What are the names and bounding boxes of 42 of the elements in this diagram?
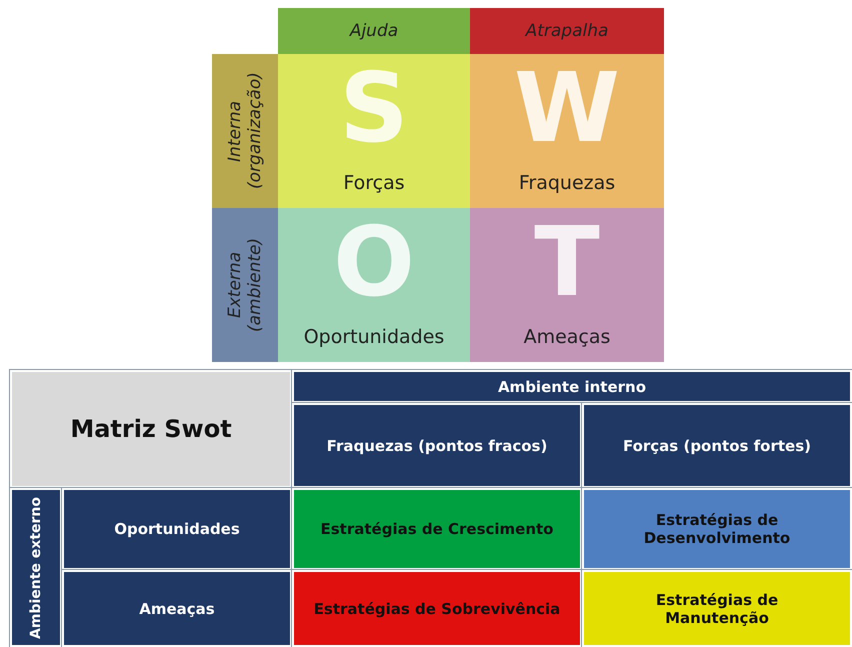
strategy-cell <box>582 488 852 570</box>
strategy-cell <box>292 488 582 570</box>
large-letter: O <box>332 210 416 314</box>
cell-label: Ambiente interno <box>498 378 646 396</box>
cell-label: Fraquezas <box>518 172 616 194</box>
quadrant-cell <box>470 208 664 362</box>
column-header <box>582 403 852 488</box>
strategy-cell <box>582 570 852 647</box>
cell-label: Forças (pontos fortes) <box>622 436 812 454</box>
cell-label: Ameaças <box>522 326 612 348</box>
title-cell <box>10 370 292 488</box>
cell-label: Ameaças <box>139 600 215 618</box>
column-header <box>278 8 470 54</box>
strategy-cell <box>292 570 582 647</box>
column-header <box>470 8 664 54</box>
column-header <box>292 370 852 403</box>
cell-label: Interna (organização) <box>225 72 265 192</box>
column-header <box>292 403 582 488</box>
cell-label: Fraquezas (pontos fracos) <box>326 436 548 454</box>
quadrant-cell <box>278 54 470 208</box>
cell-label: Estratégias de Desenvolvimento <box>642 511 792 547</box>
cell-label: Oportunidades <box>114 520 240 538</box>
row-header <box>212 208 278 362</box>
row-header <box>62 488 292 570</box>
cell-label: Atrapalha <box>526 21 608 41</box>
large-letter: T <box>533 210 601 314</box>
cell-label: Externa (ambiente) <box>225 236 265 334</box>
cell-label: Ajuda <box>350 21 398 41</box>
row-header <box>62 570 292 647</box>
cell-label: Estratégias de Manutenção <box>654 590 780 626</box>
cell-label: Matriz Swot <box>70 415 232 443</box>
quadrant-cell <box>470 54 664 208</box>
cell-label: Oportunidades <box>302 326 446 348</box>
cell-label: Estratégias de Sobrevivência <box>314 600 560 618</box>
cell-label: Ambiente externo <box>28 496 44 638</box>
row-header <box>212 54 278 208</box>
row-header <box>10 488 62 647</box>
quadrant-cell <box>278 208 470 362</box>
large-letter: S <box>338 56 410 160</box>
cell-label: Forças <box>342 172 406 194</box>
large-letter: W <box>513 56 621 160</box>
cell-label: Estratégias de Crescimento <box>320 520 554 538</box>
